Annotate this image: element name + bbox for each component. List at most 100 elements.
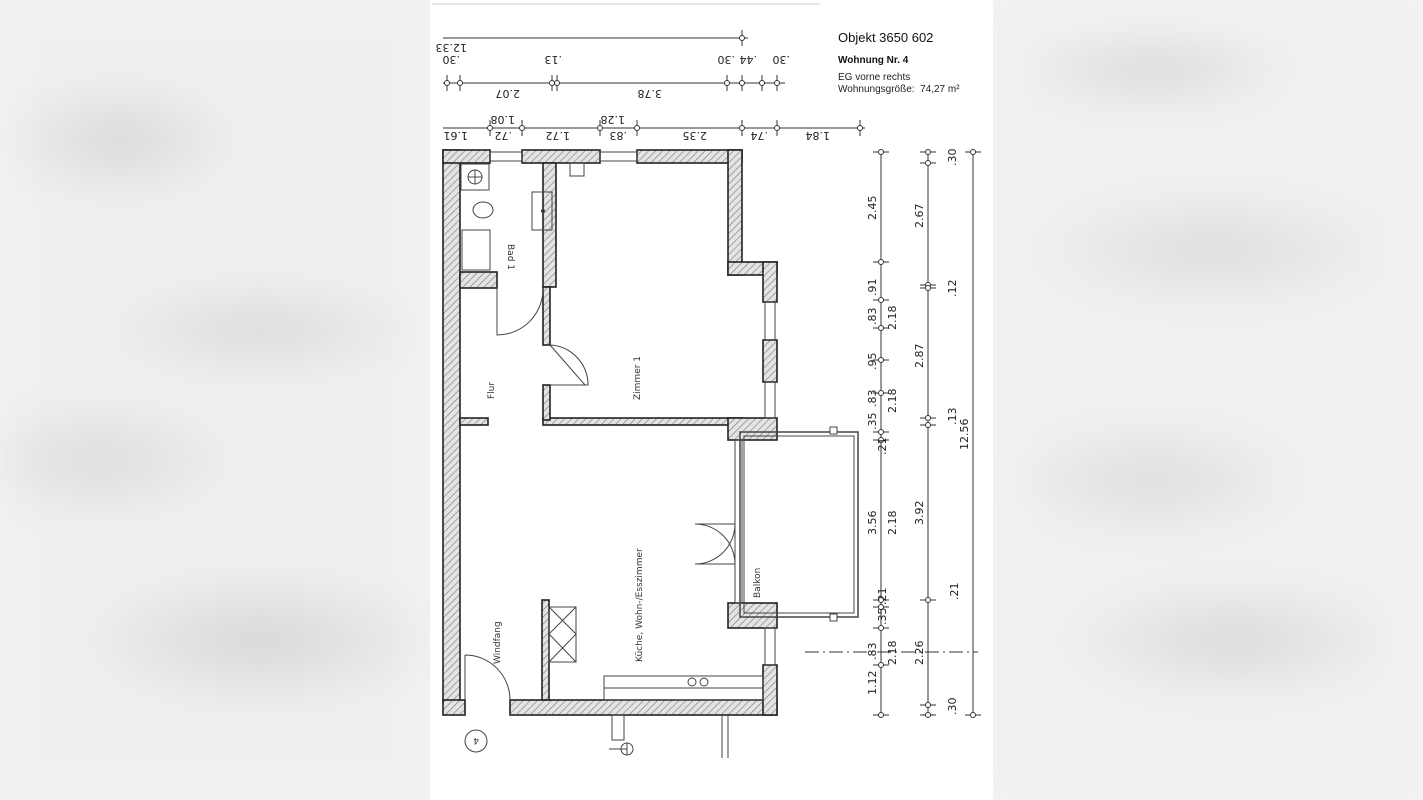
dimension-tick-dot [739,80,745,86]
room-label-flur: Flur [487,382,497,399]
dimension-tick-dot [878,149,884,155]
dim-top-row3: 2.35 [683,129,708,142]
dim-right-col1: .21 [876,438,889,456]
dimension-tick-dot [457,80,463,86]
dimension-tick-dot [739,35,745,41]
dim-right-col1: 2.18 [886,389,899,414]
dim-right-col1: 2.18 [886,306,899,331]
dimension-tick-dot [878,604,884,610]
dimension-tick-dot [774,80,780,86]
dim-right-col1: .35 [876,608,889,626]
dim-top-row2: .30 [443,53,461,66]
dimension-tick-dot [925,415,931,421]
dim-top-row2: .30 [773,53,791,66]
dim-right-col1: .95 [866,353,879,371]
dim-top-row2: 3.78 [638,87,663,100]
dim-right-col1: .83 [866,308,879,326]
dimension-tick-dot [878,429,884,435]
dimension-tick-dot [878,390,884,396]
size-label: Wohnungsgröße: [838,84,915,95]
blurred-background-left [0,0,430,800]
dimension-tick-dot [878,297,884,303]
apartment-number: Wohnung Nr. 4 [838,55,909,66]
dim-right-col1: .35 [866,413,879,431]
dim-right-col1: 2.18 [886,641,899,666]
blurred-background-right [993,0,1423,800]
dim-top-row2: .44 [740,53,758,66]
dim-right-col2: .12 [946,280,959,298]
dimension-tick-dot [878,259,884,265]
dim-right-col1: .83 [866,390,879,408]
dim-right-col1: 1.12 [866,671,879,696]
dimension-tick-dot [878,662,884,668]
dimension-tick-dot [444,80,450,86]
dim-top-row3: .72 [495,129,513,142]
dimension-lines [443,37,978,715]
entry-number: 4 [473,735,479,745]
dimension-tick-dot [724,80,730,86]
dim-right-col2: 2.67 [913,204,926,229]
dimension-tick-dot [759,80,765,86]
windows-and-fixtures [460,151,859,758]
apartment-size: Wohnungsgröße: 74,27 m² [838,84,960,96]
dimension-tick-dot [519,125,525,131]
dim-right-col1: .83 [866,643,879,661]
room-label-windfang: Windfang [493,621,503,664]
dim-right-col1: 2.45 [866,196,879,221]
plan-info: Objekt 3650 602 Wohnung Nr. 4 EG vorne r… [838,30,960,96]
dimension-tick-dot [634,125,640,131]
dimension-tick-dot [597,125,603,131]
dimension-tick-dot [487,125,493,131]
dim-right-col1: .91 [866,279,879,297]
dimension-tick-dot [970,712,976,718]
dimension-tick-dot [878,325,884,331]
dimension-labels: 12.33 .30 2.07 .13 3.78 .30 .44 .30 1.61 .72 1.08… [436,41,972,715]
dim-top-row3: 1.28 [601,113,626,126]
room-label-balkon: Balkon [753,568,763,598]
dim-top-row3: 1.84 [806,129,831,142]
dim-right-col1: .21 [876,588,889,606]
dimension-tick-dot [739,125,745,131]
room-label-zimmer: Zimmer 1 [633,356,643,400]
dimension-tick-dot [878,625,884,631]
dim-right-col2: .30 [946,149,959,167]
dim-top-row3: 1.61 [444,129,469,142]
dimension-tick-dot [878,437,884,443]
dimension-tick-dot [925,285,931,291]
dim-top-row2: .13 [545,53,563,66]
dimension-ticks [444,30,981,718]
dimension-tick-dot [878,712,884,718]
dimension-tick-dot [549,80,555,86]
dim-top-row3: 1.72 [546,129,571,142]
dim-right-col2: .30 [946,698,959,716]
floor-plan-sheet [430,0,993,800]
apartment-location: EG vorne rechts Wohnungsgröße: 74,27 m² [838,72,960,96]
dimension-tick-dot [878,597,884,603]
dimension-tick-dot [925,160,931,166]
dim-right-col2: 2.26 [913,641,926,666]
dimension-tick-dot [554,80,560,86]
dim-right-total: 12.56 [958,419,971,451]
dimension-tick-dot [925,702,931,708]
dim-top-row3: 1.08 [491,113,516,126]
room-label-bad: Bad 1 [505,244,515,270]
dim-top-row2: 2.07 [496,87,521,100]
dim-right-col2: 2.87 [913,344,926,369]
room-label-kueche: Küche, Wohn-/Esszimmer [635,548,645,662]
dim-top-row2: .30 [718,53,736,66]
dimension-tick-dot [857,125,863,131]
dim-right-col2: .13 [946,408,959,426]
dim-right-col2: 3.92 [913,501,926,526]
location-text: EG vorne rechts [838,72,911,83]
dim-top-total: 12.33 [436,41,468,54]
dim-top-row3: .74 [751,129,769,142]
dim-top-row3: .83 [610,129,628,142]
walls [442,149,778,716]
dimension-tick-dot [878,357,884,363]
dimension-tick-dot [970,149,976,155]
dimension-tick-dot [925,597,931,603]
dimension-tick-dot [925,712,931,718]
size-value: 74,27 m² [920,84,960,95]
dimension-tick-dot [925,149,931,155]
